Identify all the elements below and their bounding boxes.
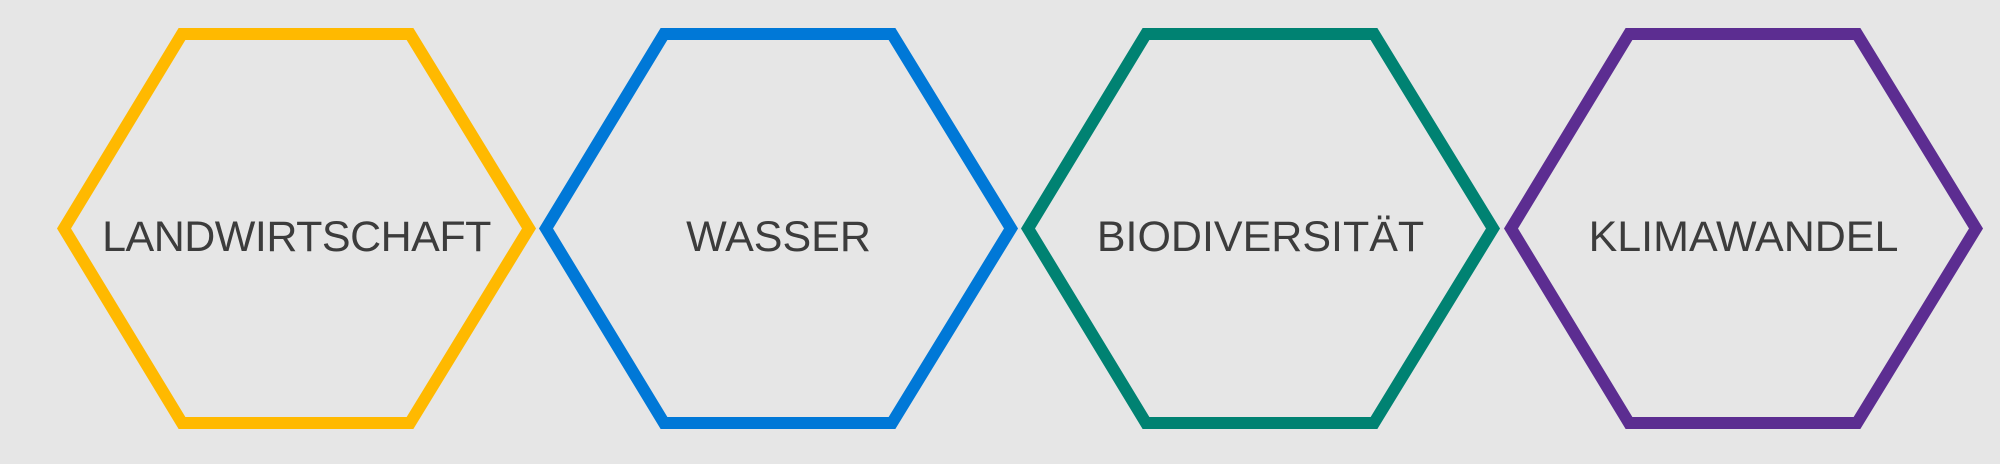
hexagon-outline-purple-icon: [1503, 28, 1984, 429]
hexagon-label: BIODIVERSITÄT: [1096, 213, 1425, 261]
hexagon-label: WASSER: [686, 213, 871, 261]
hexagon-label: LANDWIRTSCHAFT: [102, 213, 491, 261]
hexagon-wasser: WASSER: [538, 28, 1019, 429]
hexagon-biodiversitaet: BIODIVERSITÄT: [1020, 28, 1501, 429]
hexagon-klimawandel: KLIMAWANDEL: [1503, 28, 1984, 429]
hexagon-outline-yellow-icon: [56, 28, 537, 429]
hexagon-label: KLIMAWANDEL: [1588, 213, 1899, 261]
hexagon-landwirtschaft: LANDWIRTSCHAFT: [56, 28, 537, 429]
hexagon-outline-blue-icon: [538, 28, 1019, 429]
hexagon-outline-green-icon: [1020, 28, 1501, 429]
